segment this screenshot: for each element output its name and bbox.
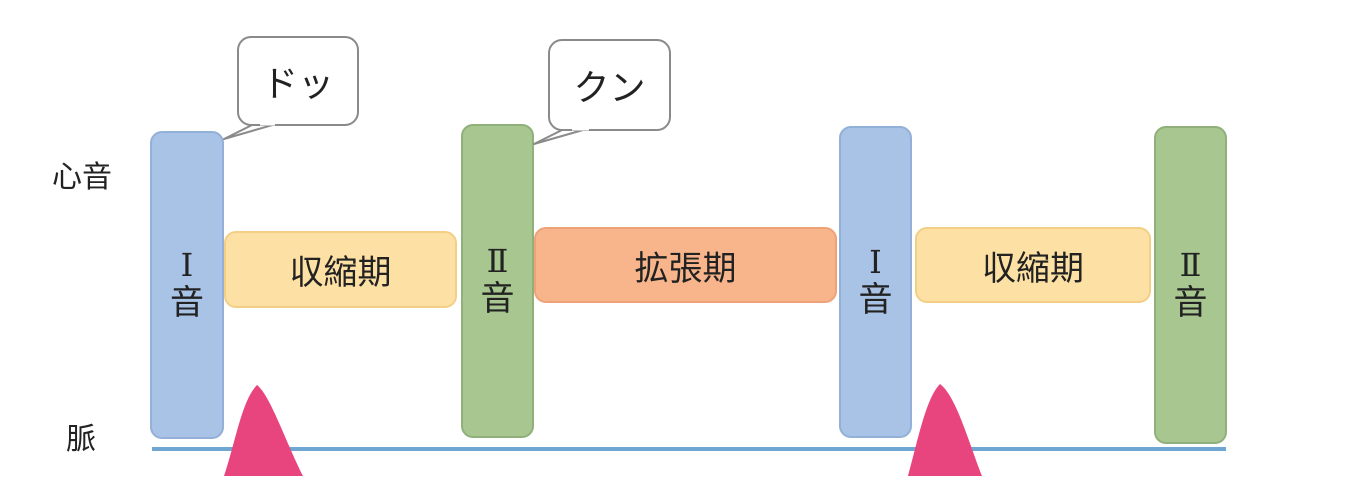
sound-numeral: Ⅱ [486,242,509,281]
sound-numeral: Ⅰ [180,246,194,285]
speech-bubble-dok: ドッ [237,36,359,126]
sound-char: 音 [1173,282,1208,323]
systole-phase-1: 収縮期 [224,231,457,308]
speech-bubble-kun: クン [548,39,671,131]
sound-numeral: Ⅱ [1179,246,1202,285]
systole-phase-2: 収縮期 [915,227,1151,303]
pulse-label: 脈 [66,422,96,457]
diastole-phase: 拡張期 [534,227,837,303]
sound-char: 音 [858,279,893,320]
heart-sound-label: 心音 [52,160,112,195]
pulse-peak-1 [224,385,303,476]
sound-char: 音 [170,282,204,323]
bubble-tail-1 [223,121,277,140]
sound-numeral: Ⅰ [869,243,882,282]
sound-char: 音 [480,278,515,319]
pulse-peak-2 [908,384,982,476]
